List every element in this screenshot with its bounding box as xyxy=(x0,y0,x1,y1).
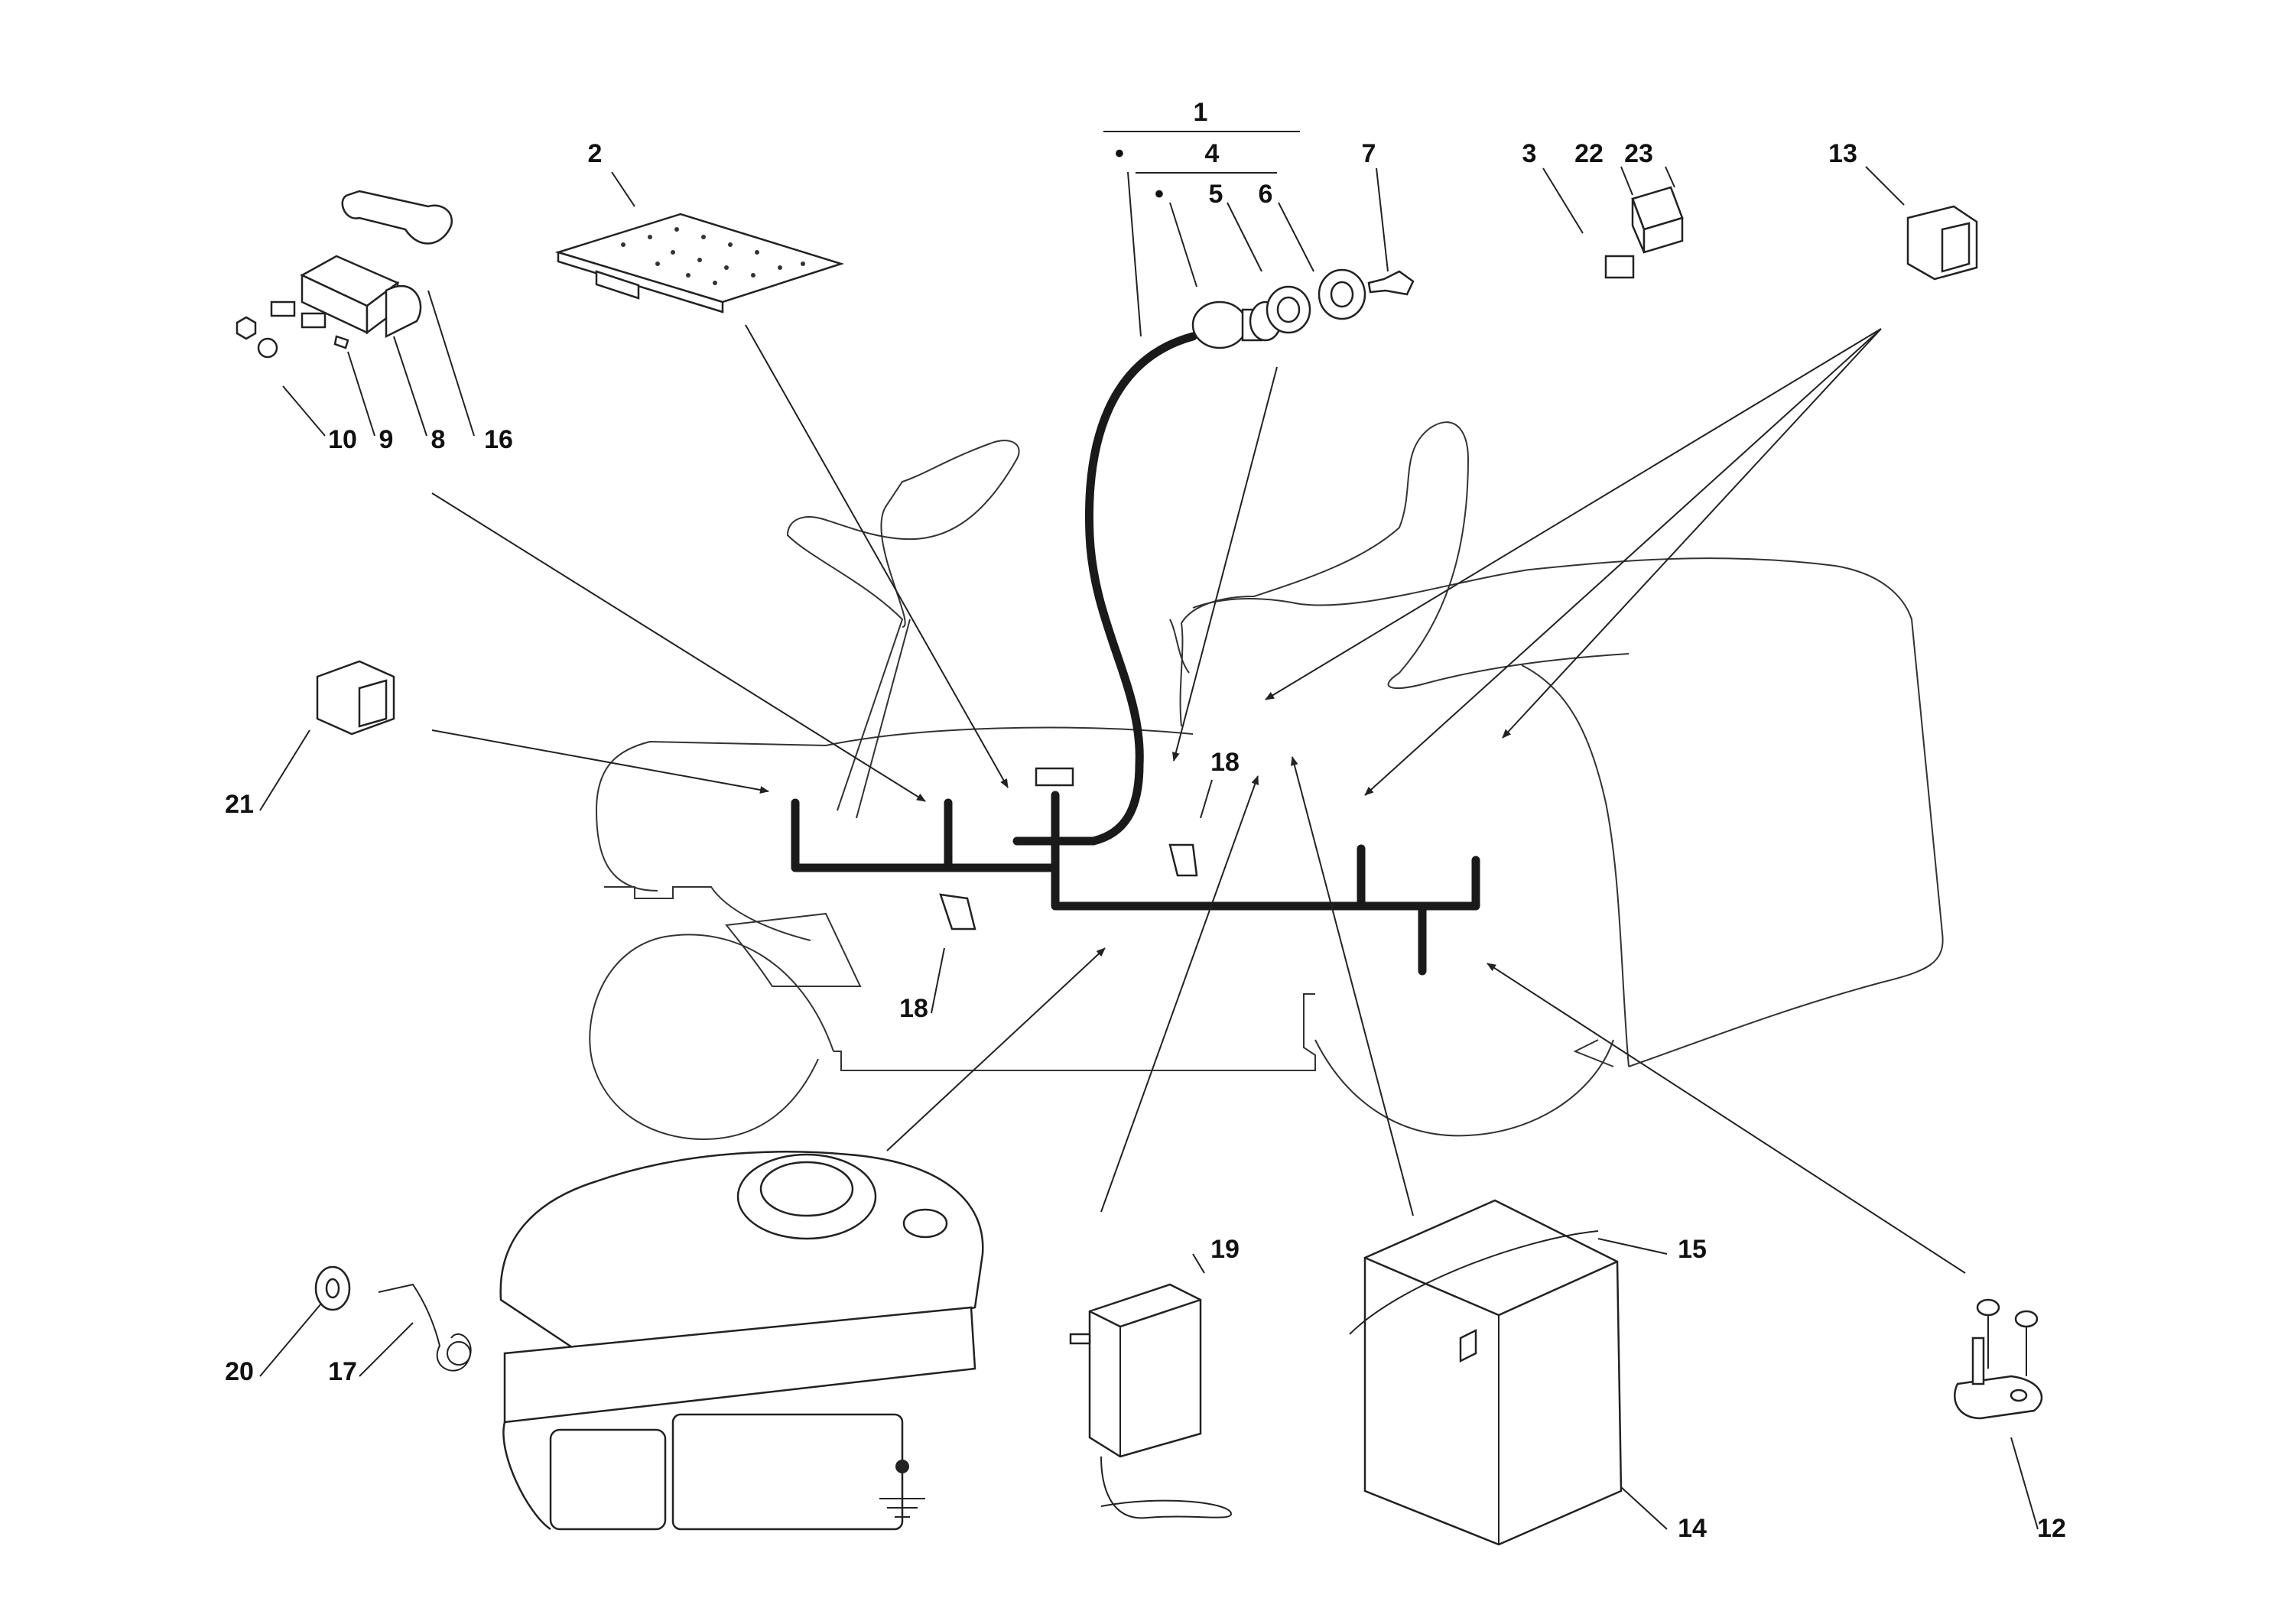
washer-20 xyxy=(314,1265,351,1311)
label-7: 7 xyxy=(1362,139,1376,168)
label-1: 1 xyxy=(1194,98,1208,127)
fuse-and-relay xyxy=(1604,186,1684,279)
spring-17 xyxy=(378,1283,472,1372)
label-20: 20 xyxy=(225,1357,254,1386)
label-19: 19 xyxy=(1210,1235,1240,1264)
label-13: 13 xyxy=(1828,139,1857,168)
wiring-harness xyxy=(791,332,1480,976)
label-2: 2 xyxy=(588,139,603,168)
bullet-1: • xyxy=(1115,139,1124,168)
label-21: 21 xyxy=(225,790,254,819)
label-18-right: 18 xyxy=(1210,748,1240,777)
solenoid-assembly xyxy=(236,190,453,359)
bullet-2: • xyxy=(1155,180,1164,209)
label-9: 9 xyxy=(379,425,394,454)
harness-clip-18-left xyxy=(939,893,976,931)
label-23: 23 xyxy=(1624,139,1653,168)
label-15: 15 xyxy=(1678,1235,1707,1264)
leader-lines xyxy=(259,131,2039,1530)
label-3: 3 xyxy=(1522,139,1537,168)
label-8: 8 xyxy=(431,425,446,454)
battery-14 xyxy=(1349,1199,1623,1546)
engine xyxy=(499,1151,984,1531)
label-18-left: 18 xyxy=(899,994,928,1023)
rocker-switch-21 xyxy=(316,660,395,736)
label-6: 6 xyxy=(1259,180,1273,209)
label-14: 14 xyxy=(1678,1514,1707,1543)
label-12: 12 xyxy=(2037,1514,2066,1543)
label-4: 4 xyxy=(1205,139,1220,168)
battery-charger-19 xyxy=(1069,1283,1233,1519)
label-10: 10 xyxy=(328,425,357,454)
label-16: 16 xyxy=(484,425,513,454)
seat-switch-12 xyxy=(1954,1298,2043,1420)
callout-labels: 1 • 4 • 5 6 7 2 3 22 23 13 10 9 8 16 21 … xyxy=(225,98,2066,1543)
label-5: 5 xyxy=(1209,180,1223,209)
harness-clip-18-right xyxy=(1168,843,1198,877)
ignition-switch-1 xyxy=(1191,268,1415,349)
control-board-2 xyxy=(554,213,845,313)
label-17: 17 xyxy=(328,1357,357,1386)
tractor-outline xyxy=(589,421,1944,1141)
label-22: 22 xyxy=(1574,139,1604,168)
rocker-switch-13 xyxy=(1906,205,1978,281)
